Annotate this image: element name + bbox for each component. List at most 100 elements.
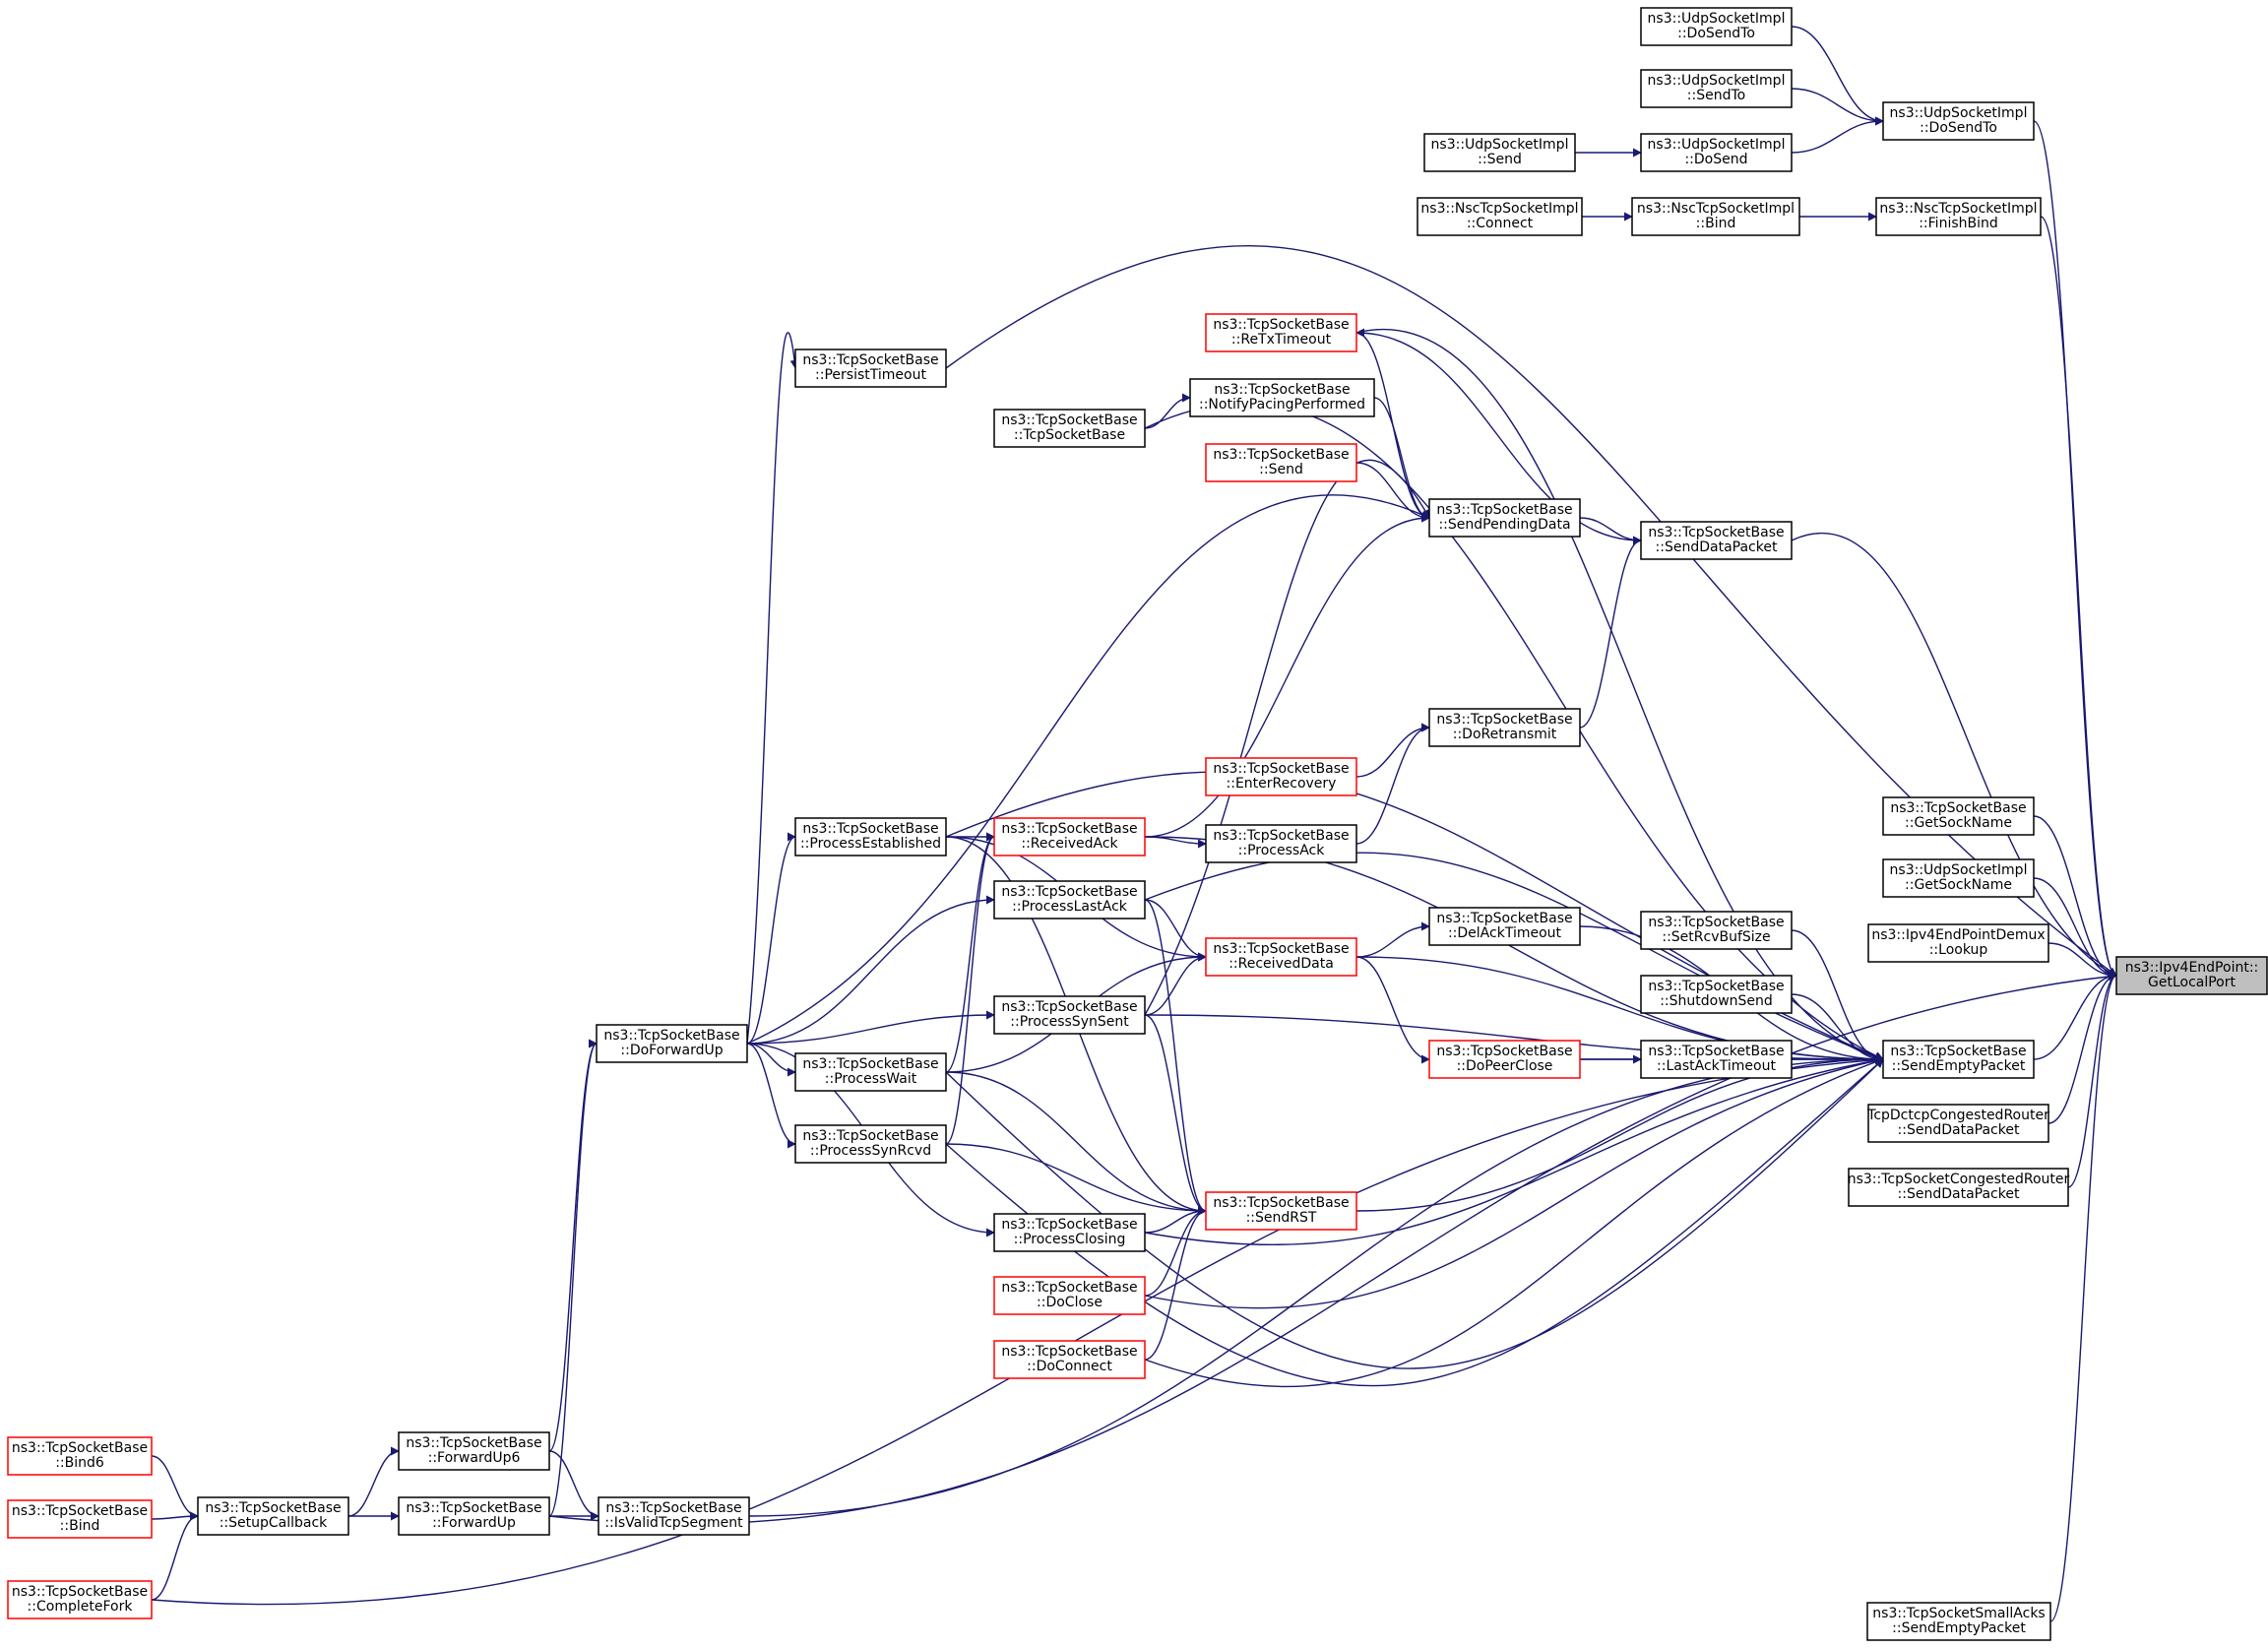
node-class-label: ns3::UdpSocketImpl [1648, 73, 1786, 89]
node-box [1882, 101, 2035, 141]
node-udp-sendto[interactable]: ns3::UdpSocketImpl::SendTo [1640, 69, 1793, 108]
node-enter-recovery[interactable]: ns3::TcpSocketBase::EnterRecovery [1205, 757, 1357, 796]
edge-tcp_send-to-send_pending [1355, 462, 1430, 523]
node-tcp-getsockname[interactable]: ns3::TcpSocketBase::GetSockName [1882, 796, 2035, 836]
edge-process_last_ack-to-send_rst [1144, 899, 1207, 1216]
node-dctcp-router[interactable]: TcpDctcpCongestedRouter::SendDataPacket [1866, 1104, 2049, 1143]
node-box [1640, 133, 1793, 172]
node-small-acks[interactable]: ns3::TcpSocketSmallAcks::SendEmptyPacket [1866, 1602, 2051, 1641]
node-process-closing[interactable]: ns3::TcpSocketBase::ProcessClosing [993, 1213, 1146, 1252]
node-box [1867, 1104, 2049, 1143]
node-do-forward-up[interactable]: ns3::TcpSocketBase::DoForwardUp [596, 1024, 748, 1063]
edge-bind6-to-setup_callback [151, 1455, 199, 1521]
node-method-label: ::SendDataPacket [1656, 539, 1778, 555]
edge-forward_up-to-do_forward_up [548, 1039, 598, 1517]
node-received-data[interactable]: ns3::TcpSocketBase::ReceivedData [1205, 937, 1357, 977]
node-process-wait[interactable]: ns3::TcpSocketBase::ProcessWait [794, 1052, 947, 1092]
node-udp-dosendto-a[interactable]: ns3::UdpSocketImpl::DoSendTo [1640, 7, 1793, 46]
node-forward-up[interactable]: ns3::TcpSocketBase::ForwardUp [398, 1496, 550, 1536]
node-do-retransmit[interactable]: ns3::TcpSocketBase::DoRetransmit [1428, 708, 1581, 747]
node-box [598, 1496, 750, 1536]
node-method-label: ::ReceivedAck [1021, 836, 1118, 852]
edge-enter_recovery-to-do_retransmit [1355, 723, 1430, 778]
node-send-pending[interactable]: ns3::TcpSocketBase::SendPendingData [1428, 498, 1581, 538]
node-bind6[interactable]: ns3::TcpSocketBase::Bind6 [7, 1436, 153, 1476]
node-process-syn-sent[interactable]: ns3::TcpSocketBase::ProcessSynSent [993, 995, 1146, 1035]
node-box [1640, 7, 1793, 46]
node-udp-getsockname[interactable]: ns3::UdpSocketImpl::GetSockName [1882, 858, 2035, 898]
node-box [398, 1496, 550, 1536]
node-received-ack[interactable]: ns3::TcpSocketBase::ReceivedAck [993, 817, 1146, 856]
node-demux-lookup[interactable]: ns3::Ipv4EndPointDemux::Lookup [1867, 923, 2049, 963]
node-class-label: ns3::TcpSocketBase [1213, 317, 1349, 333]
node-box [1205, 937, 1357, 977]
node-do-peer-close[interactable]: ns3::TcpSocketBase::DoPeerClose [1428, 1040, 1581, 1079]
node-method-label: ::FinishBind [1919, 216, 1998, 231]
node-tcp-send[interactable]: ns3::TcpSocketBase::Send [1205, 443, 1357, 482]
node-tcp-ctor[interactable]: ns3::TcpSocketBase::TcpSocketBase [993, 409, 1146, 448]
node-setup-callback[interactable]: ns3::TcpSocketBase::SetupCallback [197, 1496, 349, 1536]
edge-complete_fork-to-setup_callback [151, 1511, 199, 1601]
node-method-label: ::GetSockName [1905, 877, 2012, 893]
node-box [1428, 1040, 1581, 1079]
node-class-label: TcpDctcpCongestedRouter [1866, 1108, 2049, 1123]
node-process-established[interactable]: ns3::TcpSocketBase::ProcessEstablished [794, 817, 947, 856]
node-send-empty-packet[interactable]: ns3::TcpSocketBase::SendEmptyPacket [1882, 1040, 2035, 1079]
node-box [1867, 923, 2049, 963]
node-last-ack-timeout[interactable]: ns3::TcpSocketBase::LastAckTimeout [1640, 1040, 1793, 1079]
node-class-label: ns3::TcpSocketBase [1436, 1044, 1572, 1059]
node-del-ack-timeout[interactable]: ns3::TcpSocketBase::DelAckTimeout [1428, 907, 1581, 946]
node-method-label: ::ShutdownSend [1660, 993, 1773, 1009]
node-box [1428, 498, 1581, 538]
edge-do_forward_up-to-send_pending [746, 494, 1430, 1045]
node-udp-send[interactable]: ns3::UdpSocketImpl::Send [1423, 133, 1576, 172]
node-method-label: ::DoRetransmit [1453, 727, 1557, 742]
node-box [794, 1124, 947, 1164]
node-class-label: ns3::NscTcpSocketImpl [1879, 201, 2037, 217]
node-shutdown-send[interactable]: ns3::TcpSocketBase::ShutdownSend [1640, 975, 1793, 1014]
node-class-label: ns3::TcpSocketSmallAcks [1872, 1606, 2045, 1621]
node-process-ack[interactable]: ns3::TcpSocketBase::ProcessAck [1205, 824, 1357, 863]
node-congested-router[interactable]: ns3::TcpSocketCongestedRouter::SendDataP… [1848, 1168, 2070, 1207]
node-udp-dosend[interactable]: ns3::UdpSocketImpl::DoSend [1640, 133, 1793, 172]
node-nsc-bind[interactable]: ns3::NscTcpSocketImpl::Bind [1631, 197, 1800, 236]
node-nsc-connect[interactable]: ns3::NscTcpSocketImpl::Connect [1417, 197, 1583, 236]
node-method-label: ::Connect [1467, 216, 1534, 231]
node-class-label: ns3::UdpSocketImpl [1890, 862, 2028, 878]
node-box [7, 1436, 153, 1476]
node-bind[interactable]: ns3::TcpSocketBase::Bind [7, 1499, 153, 1539]
node-box [993, 409, 1146, 448]
node-method-label: ::SendDataPacket [1898, 1186, 2020, 1202]
node-box [398, 1431, 550, 1471]
node-class-label: ns3::TcpSocketBase [605, 1500, 741, 1516]
node-root[interactable]: ns3::Ipv4EndPoint::GetLocalPort [2115, 956, 2268, 995]
edge-send_empty_packet-to-root [2033, 971, 2117, 1060]
node-notify-pacing[interactable]: ns3::TcpSocketBase::NotifyPacingPerforme… [1189, 378, 1375, 417]
node-udp-dosendto-b[interactable]: ns3::UdpSocketImpl::DoSendTo [1882, 101, 2035, 141]
node-class-label: ns3::TcpSocketBase [1001, 1280, 1137, 1296]
edge-do_close-to-send_empty_packet [1144, 1056, 1884, 1309]
node-retx-timeout[interactable]: ns3::TcpSocketBase::ReTxTimeout [1205, 313, 1357, 352]
node-complete-fork[interactable]: ns3::TcpSocketBase::CompleteFork [7, 1580, 153, 1619]
node-class-label: ns3::UdpSocketImpl [1431, 137, 1569, 153]
node-forward-up6[interactable]: ns3::TcpSocketBase::ForwardUp6 [398, 1431, 550, 1471]
node-box [993, 817, 1146, 856]
node-persist-timeout[interactable]: ns3::TcpSocketBase::PersistTimeout [794, 349, 947, 388]
node-nsc-finishbind[interactable]: ns3::NscTcpSocketImpl::FinishBind [1875, 197, 2042, 236]
node-process-syn-rcvd[interactable]: ns3::TcpSocketBase::ProcessSynRcvd [794, 1124, 947, 1164]
node-do-connect[interactable]: ns3::TcpSocketBase::DoConnect [993, 1340, 1146, 1379]
node-class-label: ns3::TcpSocketBase [603, 1028, 739, 1044]
edge-udp_getsockname-to-root [2033, 877, 2117, 981]
node-do-close[interactable]: ns3::TcpSocketBase::DoClose [993, 1276, 1146, 1315]
node-method-label: ::SendRST [1246, 1210, 1317, 1226]
edge-retx_timeout-to-send_empty_packet [1355, 329, 1884, 1062]
edge-do_forward_up-to-process_syn_rcvd [746, 1043, 796, 1149]
node-process-last-ack[interactable]: ns3::TcpSocketBase::ProcessLastAck [993, 880, 1146, 920]
node-send-rst[interactable]: ns3::TcpSocketBase::SendRST [1205, 1191, 1357, 1231]
node-box [1205, 443, 1357, 482]
node-box [993, 1213, 1146, 1252]
node-set-rcvbuf[interactable]: ns3::TcpSocketBase::SetRcvBufSize [1640, 911, 1793, 950]
node-is-valid-tcp-segment[interactable]: ns3::TcpSocketBase::IsValidTcpSegment [598, 1496, 750, 1536]
node-send-data-packet[interactable]: ns3::TcpSocketBase::SendDataPacket [1640, 521, 1793, 560]
node-class-label: ns3::TcpSocketBase [1213, 1195, 1349, 1211]
